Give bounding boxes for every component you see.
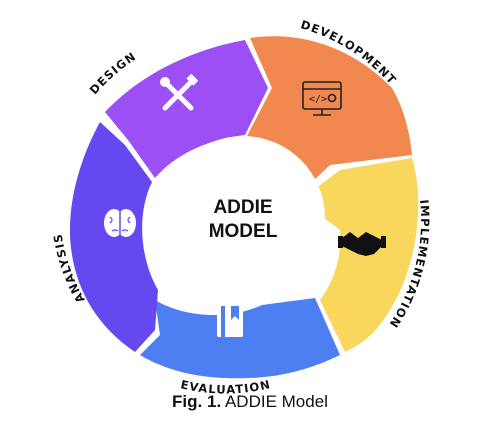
caption-text: ADDIE Model (221, 392, 328, 411)
segment-evaluation (140, 298, 340, 379)
segment-analysis (69, 122, 158, 352)
handshake-icon (338, 232, 386, 256)
label-evaluation: EVALUATION (179, 377, 272, 397)
svg-text:</>: </> (309, 94, 327, 105)
figure-caption: Fig. 1. ADDIE Model (0, 392, 500, 412)
tools-icon (160, 74, 198, 111)
center-title-line1: ADDIE (213, 197, 272, 218)
book-icon (217, 306, 243, 337)
center-circle (161, 136, 325, 300)
segment-implementation (300, 158, 419, 352)
segment-design (105, 40, 268, 178)
caption-prefix: Fig. 1. (172, 392, 222, 411)
brain-icon (104, 209, 136, 237)
center-title-line2: MODEL (209, 221, 278, 242)
code-monitor-icon: </> (302, 81, 342, 116)
